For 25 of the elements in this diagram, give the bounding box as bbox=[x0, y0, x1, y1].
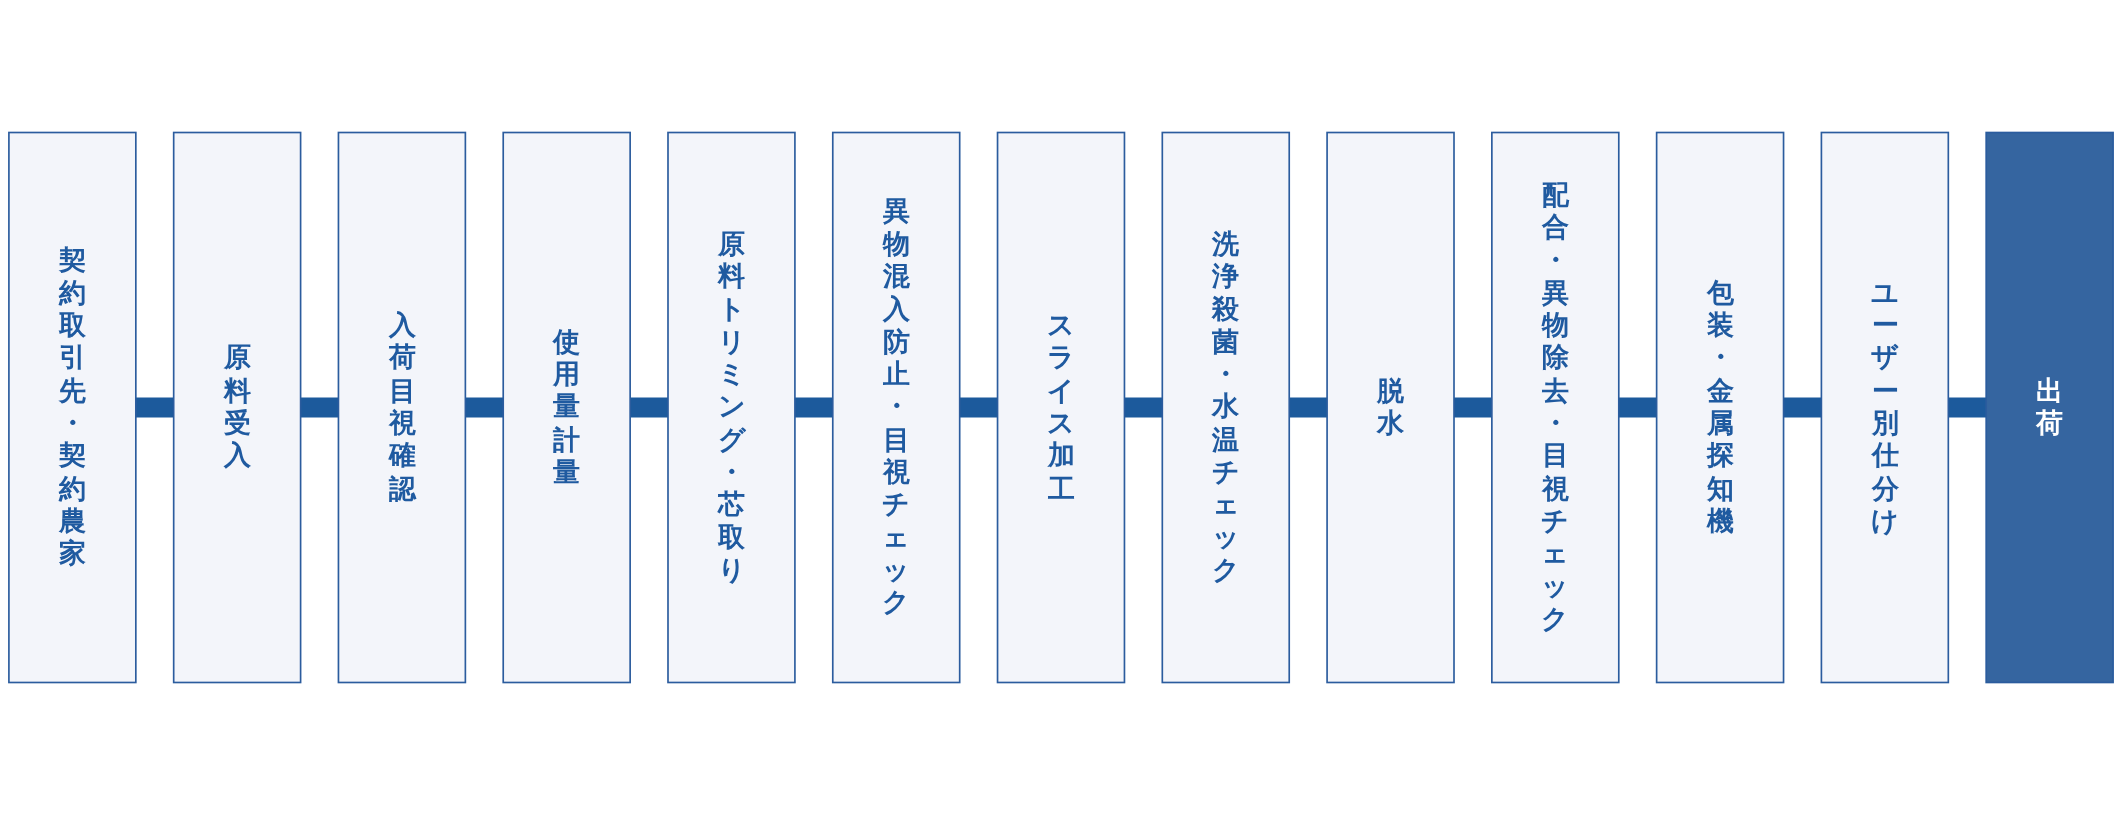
connector bbox=[794, 397, 833, 418]
node-box: 脱水 bbox=[1326, 131, 1455, 684]
connector bbox=[1454, 397, 1492, 418]
node-box: 洗浄殺菌・水温チェック bbox=[1161, 131, 1291, 684]
connector bbox=[300, 397, 339, 418]
node-box: 入荷目視確認 bbox=[337, 131, 467, 684]
connector bbox=[959, 397, 998, 418]
connector bbox=[1948, 397, 1987, 418]
node-box: 異物混入防止・目視チェック bbox=[831, 131, 961, 684]
node-box: 包装・金属探知機 bbox=[1655, 131, 1785, 684]
node-box: 配合・異物除去・目視チェック bbox=[1491, 131, 1620, 684]
connector bbox=[1289, 397, 1328, 418]
node-box: ユーザー別仕分け bbox=[1820, 131, 1950, 684]
connector bbox=[1783, 397, 1822, 418]
node-box: 原料受入 bbox=[172, 131, 302, 684]
node-box: 使用量計量 bbox=[502, 131, 631, 684]
connector bbox=[630, 397, 668, 418]
node-box: 契約取引先・契約農家 bbox=[8, 131, 137, 684]
connector bbox=[135, 397, 174, 418]
connector bbox=[1124, 397, 1163, 418]
node-box: 出荷 bbox=[1985, 131, 2114, 684]
connector bbox=[1618, 397, 1657, 418]
node-box: 原料トリミング・芯取り bbox=[667, 131, 796, 684]
connector bbox=[465, 397, 504, 418]
node-box: スライス加工 bbox=[996, 131, 1126, 684]
